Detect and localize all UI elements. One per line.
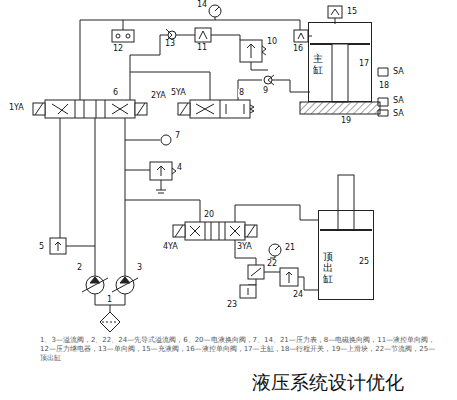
callout-number: 4 [176,164,183,172]
cylinder-box: 顶出缸 [318,210,374,300]
callout-number: 10 [266,38,278,46]
caption: 1、3—溢流阀，2、22、24—先导式溢流阀，6、20—电液换向阀，7、14、2… [40,336,440,363]
callout-number: 11 [196,44,208,52]
callout-number: 13 [164,40,176,48]
callout-number: SA [392,97,405,105]
callout-number: 23 [226,301,238,309]
callout-number: 17 [358,60,370,68]
callout-number: 6 [112,89,119,97]
callout-number: 4YA [162,243,179,251]
callout-number: 18 [378,82,390,90]
callout-number: 16 [292,45,304,53]
callout-number: 12 [112,45,124,53]
callout-number: 22 [266,260,278,268]
callout-number: 5YA [170,89,187,97]
callout-number: 8 [238,89,245,97]
callout-number: 1YA [8,104,25,112]
callout-number: 21 [284,244,296,252]
callout-number: SA [392,68,405,76]
callout-number: 5 [38,243,45,251]
callout-number: 14 [196,1,208,9]
callout-number: 19 [340,117,352,125]
watermark: 液压系统设计优化 [252,370,404,396]
callout-number: 2 [76,264,83,272]
callout-number: SA [392,110,405,118]
callout-number: 20 [203,211,215,219]
callout-number: 15 [346,8,358,16]
cylinder-label: 顶出缸 [323,251,333,284]
callout-number: 9 [262,87,269,95]
callout-number: 24 [292,291,304,299]
callout-number: 2YA [150,92,167,100]
cylinder-label: 主缸 [313,53,323,75]
callout-number: 1 [106,296,113,304]
callout-number: 7 [174,132,181,140]
callout-number: 25 [358,258,370,266]
callout-number: 3YA [236,243,253,251]
callout-number: 3 [136,264,143,272]
